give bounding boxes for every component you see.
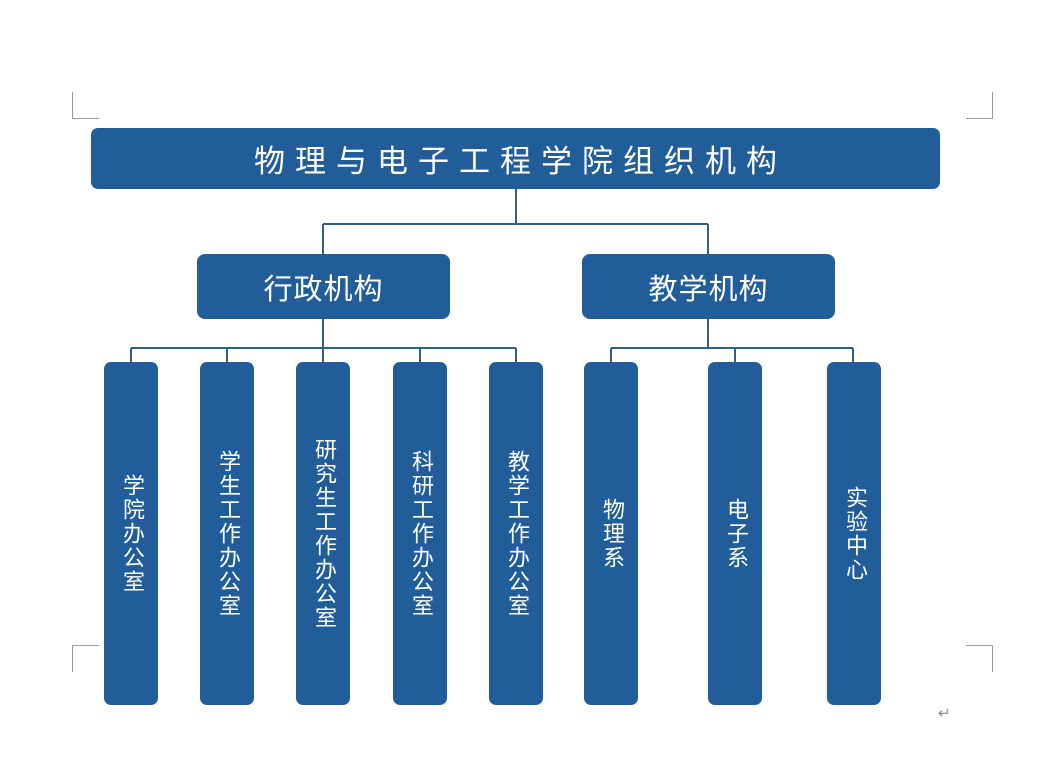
leaf-label-college-office: 学院办公室 — [119, 473, 144, 594]
branch-node-teaching[interactable]: 教学机构 — [582, 254, 835, 319]
paragraph-mark: ↵ — [938, 704, 951, 722]
leaf-node-college-office[interactable]: 学院办公室 — [104, 362, 158, 705]
leaf-node-experiment-center[interactable]: 实验中心 — [827, 362, 881, 705]
leaf-node-physics-department[interactable]: 物理系 — [584, 362, 638, 705]
org-chart-title-node[interactable]: 物理与电子工程学院组织机构 — [91, 128, 940, 189]
leaf-node-graduate-affairs-office[interactable]: 研究生工作办公室 — [296, 362, 350, 705]
leaf-label-student-affairs-office: 学生工作办公室 — [215, 449, 240, 618]
leaf-label-research-affairs-office: 科研工作办公室 — [408, 449, 433, 618]
leaf-label-physics-department: 物理系 — [599, 497, 624, 570]
org-chart-title-label: 物理与电子工程学院组织机构 — [254, 144, 787, 179]
branch-node-administrative[interactable]: 行政机构 — [197, 254, 450, 319]
leaf-label-graduate-affairs-office: 研究生工作办公室 — [311, 437, 336, 630]
leaf-node-student-affairs-office[interactable]: 学生工作办公室 — [200, 362, 254, 705]
leaf-node-teaching-affairs-office[interactable]: 教学工作办公室 — [489, 362, 543, 705]
leaf-node-research-affairs-office[interactable]: 科研工作办公室 — [393, 362, 447, 705]
leaf-label-teaching-affairs-office: 教学工作办公室 — [504, 449, 529, 618]
leaf-node-electronics-department[interactable]: 电子系 — [708, 362, 762, 705]
branch-label-teaching: 教学机构 — [648, 273, 769, 306]
leaf-label-electronics-department: 电子系 — [723, 497, 748, 570]
branch-label-administrative: 行政机构 — [263, 273, 384, 306]
leaf-label-experiment-center: 实验中心 — [842, 485, 867, 582]
